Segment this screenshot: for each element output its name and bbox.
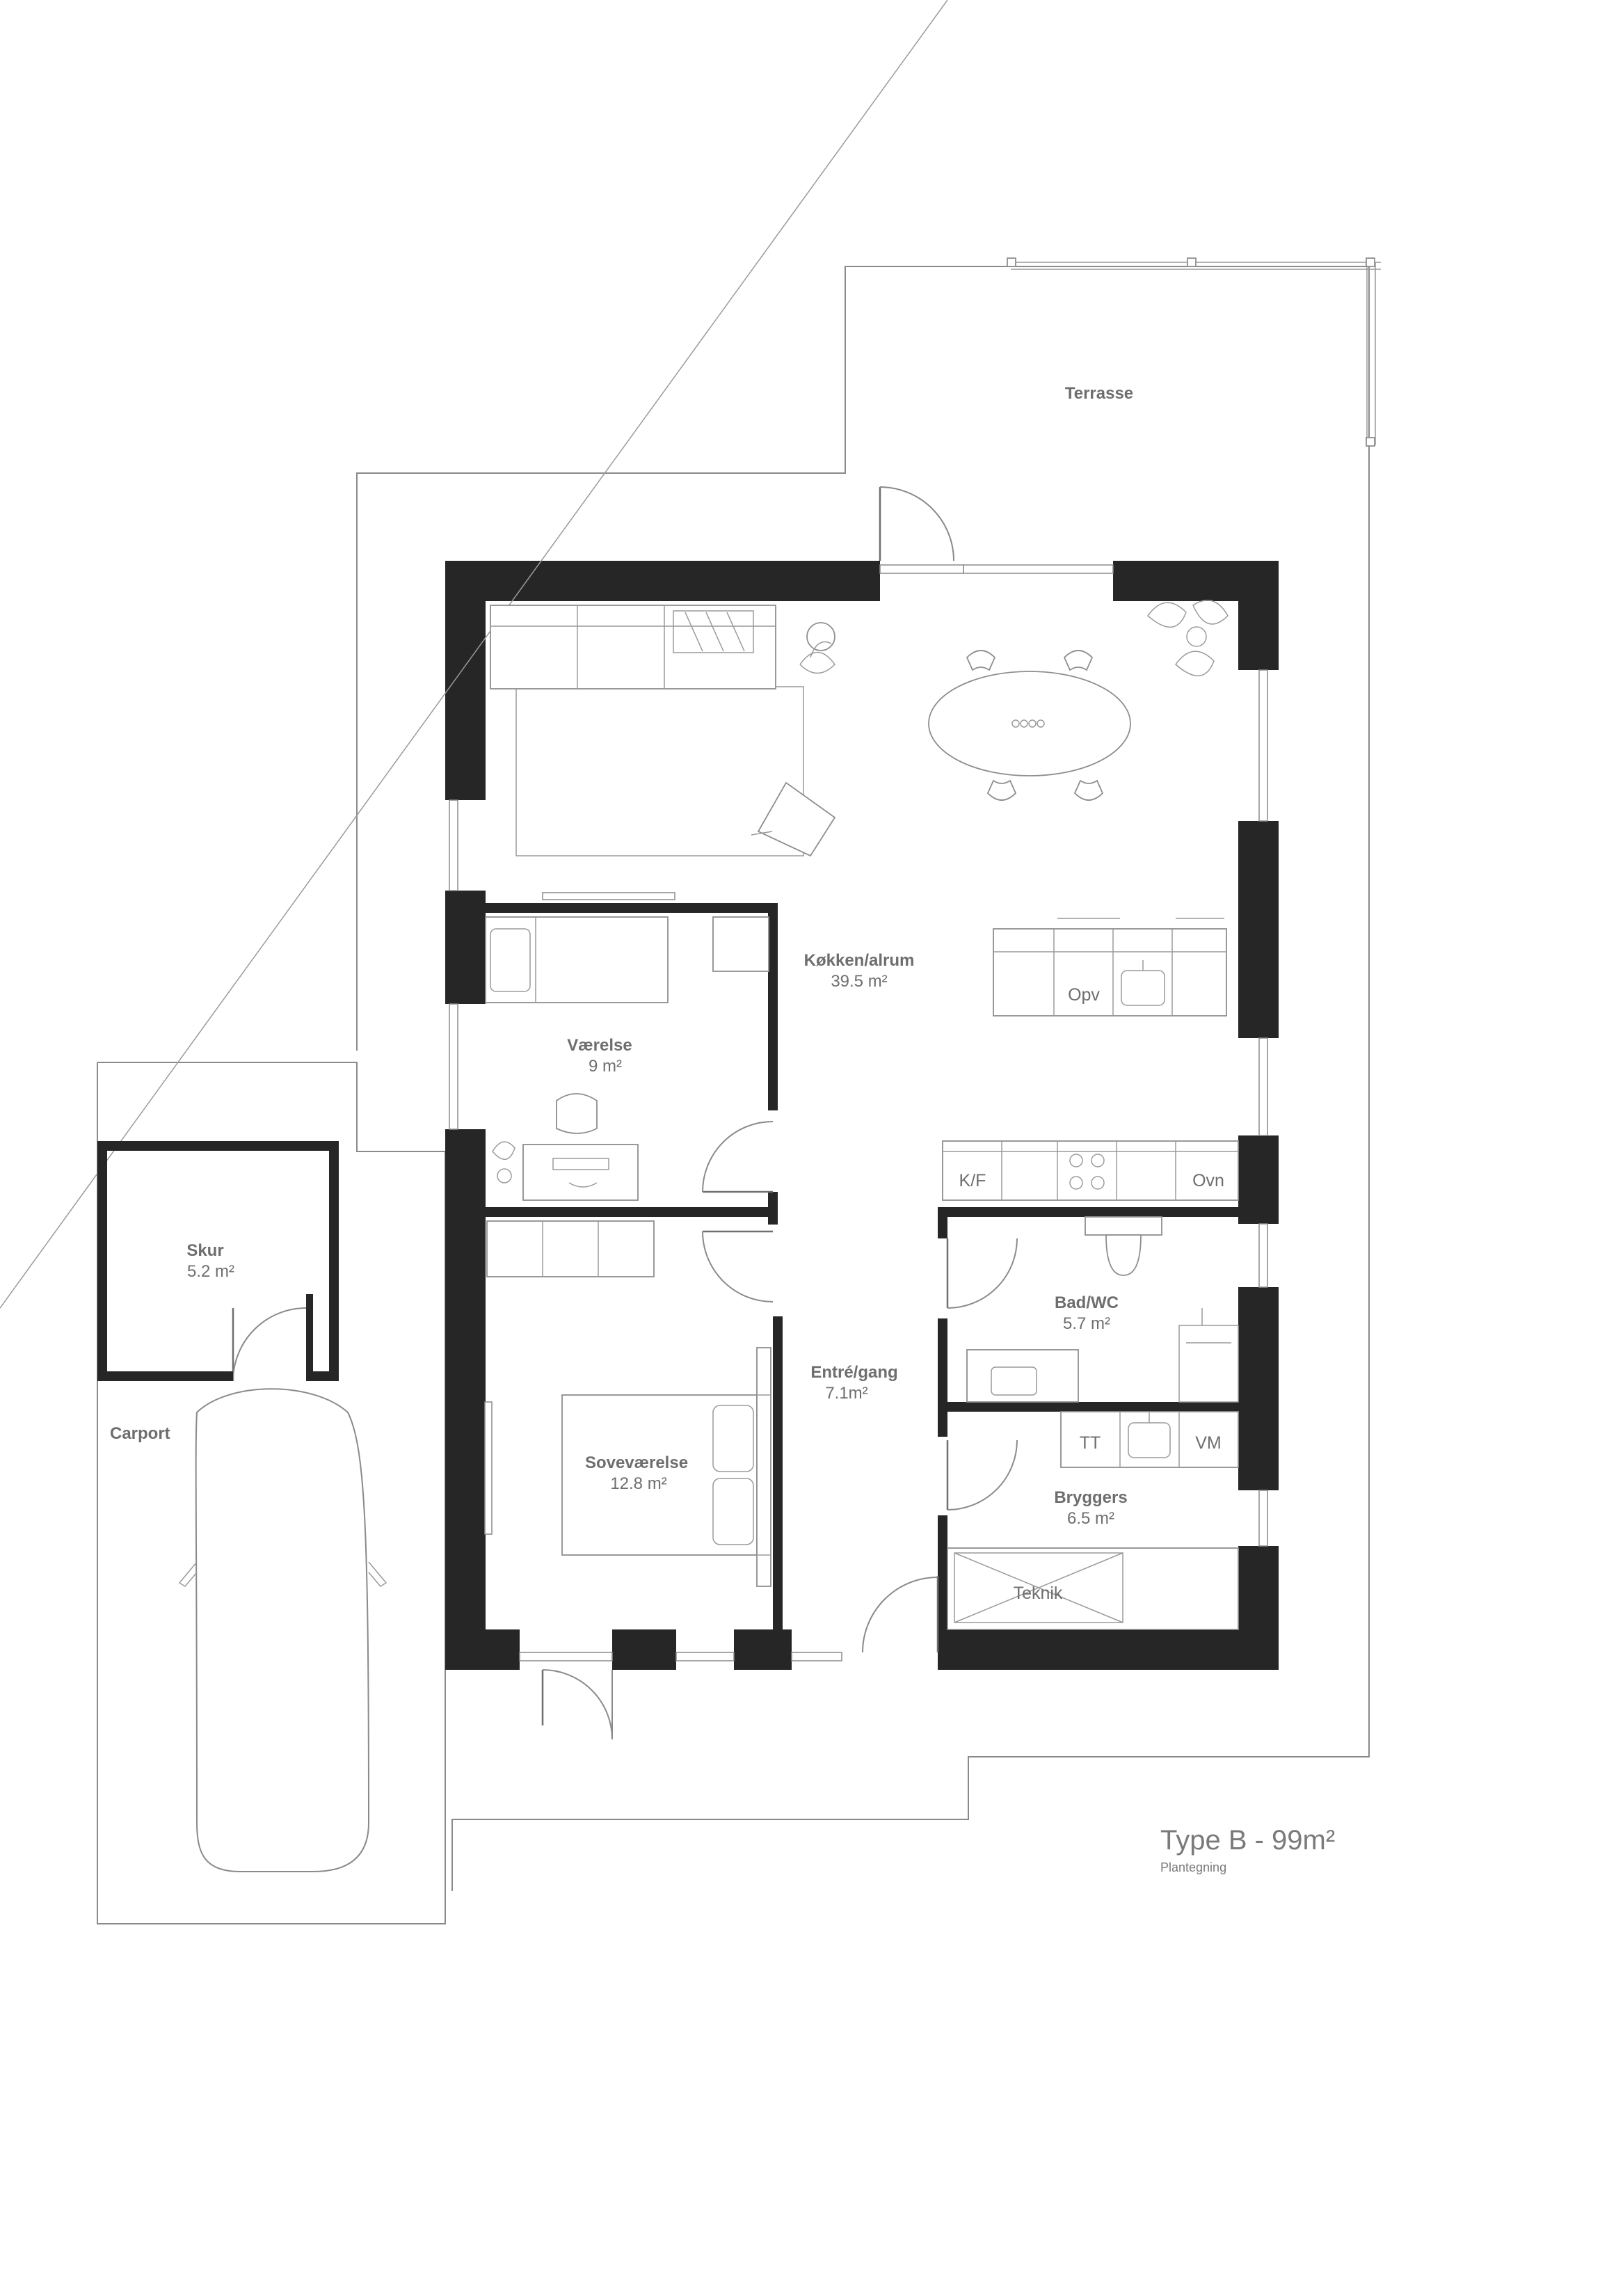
label-vaerelse-area: 9 m² bbox=[589, 1057, 622, 1076]
label-terrasse: Terrasse bbox=[1065, 384, 1133, 403]
label-kokken-name: Køkken/alrum bbox=[804, 951, 915, 970]
title-block: Type B - 99m² Plantegning bbox=[1160, 1825, 1335, 1874]
room-labels: Terrasse Køkken/alrum 39.5 m² Værelse 9 … bbox=[110, 384, 1133, 1528]
label-sovevaerelse-name: Soveværelse bbox=[585, 1453, 688, 1472]
label-bad-area: 5.7 m² bbox=[1063, 1314, 1110, 1333]
tag-kf: K/F bbox=[959, 1171, 986, 1190]
living-furniture bbox=[490, 600, 1239, 1201]
tag-vm: VM bbox=[1195, 1433, 1222, 1453]
windows bbox=[449, 564, 1268, 1661]
plan-subtitle: Plantegning bbox=[1160, 1860, 1226, 1874]
room-furniture bbox=[485, 916, 769, 1201]
fixture-tags: Opv K/F Ovn TT VM Teknik bbox=[959, 985, 1224, 1603]
label-carport: Carport bbox=[110, 1424, 170, 1443]
label-bryggers-area: 6.5 m² bbox=[1067, 1509, 1114, 1528]
shed bbox=[97, 1141, 339, 1381]
walls bbox=[445, 561, 1279, 1670]
bedroom-furniture bbox=[486, 1220, 771, 1587]
label-entre-area: 7.1m² bbox=[825, 1384, 867, 1403]
tag-teknik: Teknik bbox=[1014, 1584, 1063, 1603]
label-vaerelse-name: Værelse bbox=[567, 1036, 632, 1055]
label-skur-name: Skur bbox=[186, 1241, 223, 1260]
car bbox=[178, 1388, 387, 1872]
plan-title: Type B - 99m² bbox=[1160, 1825, 1335, 1856]
label-sovevaerelse-area: 12.8 m² bbox=[610, 1474, 666, 1493]
label-bryggers-name: Bryggers bbox=[1054, 1488, 1127, 1507]
doors bbox=[0, 0, 1018, 1740]
carport-outline bbox=[97, 1062, 446, 1924]
terrace-outline bbox=[356, 257, 1381, 1891]
tag-tt: TT bbox=[1080, 1433, 1101, 1453]
label-kokken-area: 39.5 m² bbox=[831, 972, 887, 991]
tag-ovn: Ovn bbox=[1192, 1171, 1224, 1190]
label-skur-area: 5.2 m² bbox=[187, 1262, 234, 1281]
label-entre-name: Entré/gang bbox=[810, 1363, 897, 1382]
tag-opv: Opv bbox=[1068, 985, 1100, 1005]
bath-fixtures bbox=[966, 1216, 1239, 1403]
label-bad-name: Bad/WC bbox=[1055, 1293, 1119, 1312]
utility-fixtures bbox=[947, 1411, 1239, 1630]
